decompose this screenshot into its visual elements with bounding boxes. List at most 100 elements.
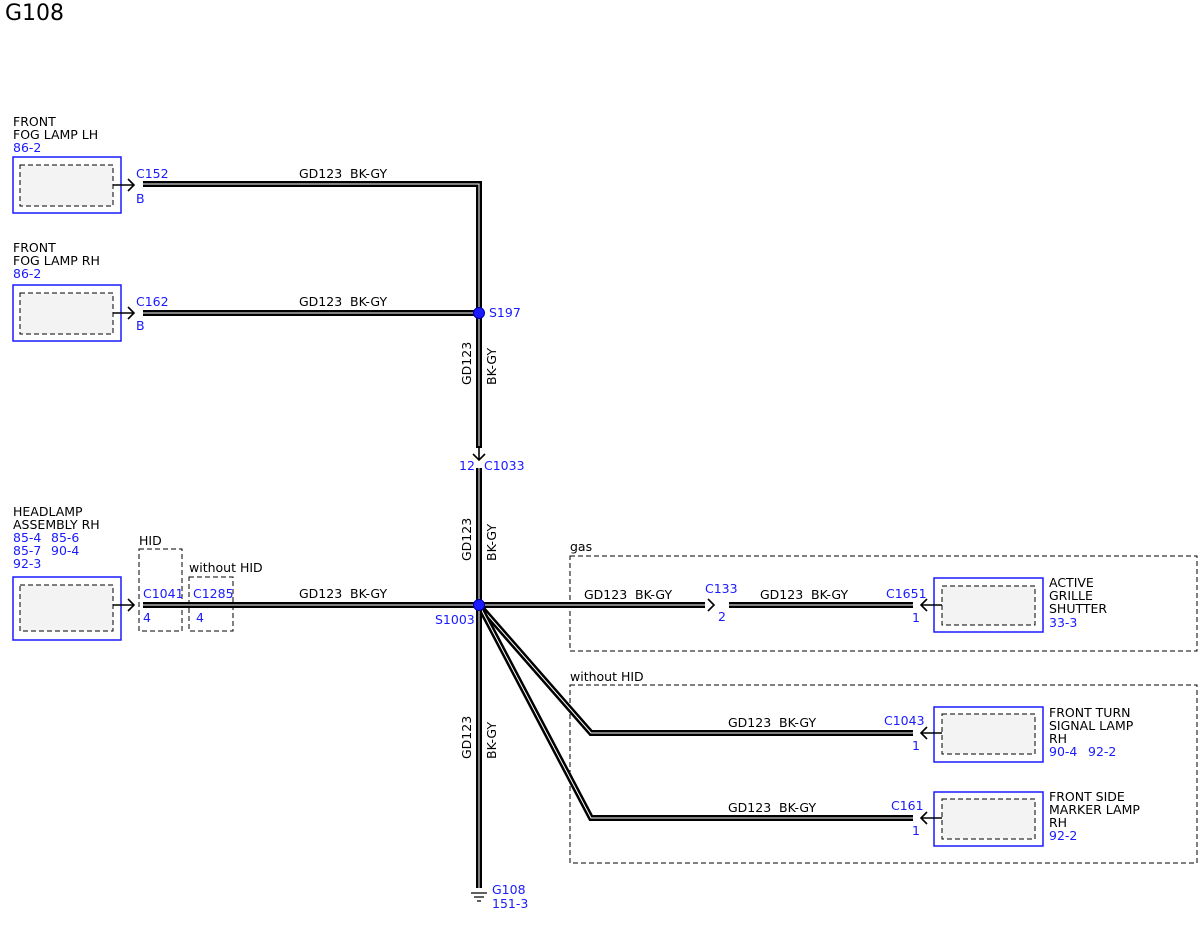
wire-label-turn-lamp: GD123 BK-GY xyxy=(728,715,816,730)
svg-text:BK-GY: BK-GY xyxy=(350,294,387,309)
svg-text:4: 4 xyxy=(143,610,151,625)
page-title: G108 xyxy=(5,1,65,26)
pin-c1043: 1 xyxy=(912,738,920,753)
component-front-side-marker-lamp-rh[interactable]: C161 1 FRONT SIDE MARKER LAMP RH 92-2 xyxy=(891,789,1140,847)
svg-text:GD123: GD123 xyxy=(584,587,627,602)
svg-text:GD123: GD123 xyxy=(299,166,342,181)
connector-c1041[interactable]: C1041 4 xyxy=(143,586,184,625)
svg-text:S1003: S1003 xyxy=(435,612,475,627)
svg-text:4: 4 xyxy=(196,610,204,625)
wire-label-vertical-1: GD123 BK-GY xyxy=(459,342,499,385)
svg-text:151-3: 151-3 xyxy=(492,896,528,911)
wire-label-c133-shutter: GD123 BK-GY xyxy=(760,587,848,602)
svg-text:GRILLE: GRILLE xyxy=(1049,588,1093,603)
svg-text:RH: RH xyxy=(1049,815,1067,830)
component-headlamp-assembly-rh[interactable]: HEADLAMP ASSEMBLY RH 85-4 85-6 85-7 90-4… xyxy=(12,504,136,641)
component-active-grille-shutter[interactable]: C1651 1 ACTIVE GRILLE SHUTTER 33-3 xyxy=(886,575,1107,633)
connector-c1285[interactable]: C1285 4 xyxy=(193,586,234,625)
svg-text:BK-GY: BK-GY xyxy=(811,587,848,602)
svg-text:GD123: GD123 xyxy=(459,518,474,561)
svg-text:RH: RH xyxy=(1049,731,1067,746)
svg-text:86-2: 86-2 xyxy=(13,140,41,155)
wire-label-fog-lh: GD123 BK-GY xyxy=(299,166,387,181)
component-front-fog-lamp-lh[interactable]: FRONT FOG LAMP LH 86-2 C152 B xyxy=(12,114,169,214)
svg-text:GD123: GD123 xyxy=(299,586,342,601)
svg-text:BK-GY: BK-GY xyxy=(635,587,672,602)
svg-text:GD123: GD123 xyxy=(760,587,803,602)
svg-text:FOG LAMP RH: FOG LAMP RH xyxy=(13,253,100,268)
wire-label-fog-rh: GD123 BK-GY xyxy=(299,294,387,309)
svg-text:S197: S197 xyxy=(489,305,521,320)
svg-text:GD123: GD123 xyxy=(299,294,342,309)
connector-c1033[interactable]: 12 C1033 xyxy=(459,446,525,473)
svg-text:BK-GY: BK-GY xyxy=(779,800,816,815)
connector-c1651: C1651 xyxy=(886,586,927,601)
svg-text:FRONT: FRONT xyxy=(13,114,56,129)
wire-label-marker-lamp: GD123 BK-GY xyxy=(728,800,816,815)
wire-label-headlamp: GD123 BK-GY xyxy=(299,586,387,601)
pin-c161: 1 xyxy=(912,823,920,838)
connector-c152: C152 xyxy=(136,166,169,181)
svg-text:BK-GY: BK-GY xyxy=(350,166,387,181)
svg-text:GD123: GD123 xyxy=(728,800,771,815)
svg-text:HEADLAMP: HEADLAMP xyxy=(13,504,83,519)
wire-label-vertical-2: GD123 BK-GY xyxy=(459,518,499,561)
svg-text:SIGNAL LAMP: SIGNAL LAMP xyxy=(1049,718,1134,733)
pin-c1651: 1 xyxy=(912,610,920,625)
svg-text:FRONT: FRONT xyxy=(13,240,56,255)
component-front-fog-lamp-rh[interactable]: FRONT FOG LAMP RH 86-2 C162 B xyxy=(12,240,169,342)
pin-c162: B xyxy=(136,318,145,333)
svg-text:C1285: C1285 xyxy=(193,586,234,601)
connector-c161: C161 xyxy=(891,798,924,813)
svg-text:2: 2 xyxy=(718,609,726,624)
svg-text:SHUTTER: SHUTTER xyxy=(1049,601,1107,616)
svg-text:92-3: 92-3 xyxy=(13,556,41,571)
svg-text:GD123: GD123 xyxy=(459,716,474,759)
svg-text:ACTIVE: ACTIVE xyxy=(1049,575,1094,590)
component-front-turn-signal-lamp-rh[interactable]: C1043 1 FRONT TURN SIGNAL LAMP RH 90-4 9… xyxy=(884,705,1134,763)
svg-text:ASSEMBLY RH: ASSEMBLY RH xyxy=(13,517,100,532)
wire-fog-lh xyxy=(143,181,482,313)
svg-text:92-2: 92-2 xyxy=(1088,744,1116,759)
without-hid-option-label: without HID xyxy=(189,560,263,575)
svg-text:85-6: 85-6 xyxy=(51,530,79,545)
ground-g108[interactable]: G108 151-3 xyxy=(471,882,528,911)
svg-text:G108: G108 xyxy=(492,882,526,897)
splice-s197[interactable]: S197 xyxy=(473,305,521,320)
svg-text:BK-GY: BK-GY xyxy=(350,586,387,601)
svg-text:C133: C133 xyxy=(705,581,738,596)
hid-option-box xyxy=(138,548,183,632)
svg-text:86-2: 86-2 xyxy=(13,266,41,281)
connector-c162: C162 xyxy=(136,294,169,309)
svg-text:FRONT TURN: FRONT TURN xyxy=(1049,705,1131,720)
svg-text:MARKER LAMP: MARKER LAMP xyxy=(1049,802,1140,817)
gas-option-label: gas xyxy=(570,539,592,554)
svg-text:FRONT SIDE: FRONT SIDE xyxy=(1049,789,1125,804)
svg-text:FOG LAMP LH: FOG LAMP LH xyxy=(13,127,98,142)
svg-text:85-7: 85-7 xyxy=(13,543,41,558)
ground-icon xyxy=(471,892,487,902)
svg-text:90-4: 90-4 xyxy=(51,543,79,558)
svg-text:C1033: C1033 xyxy=(484,458,525,473)
svg-text:BK-GY: BK-GY xyxy=(484,524,499,561)
svg-text:GD123: GD123 xyxy=(728,715,771,730)
wire-label-s1003-c133: GD123 BK-GY xyxy=(584,587,672,602)
splice-s1003[interactable]: S1003 xyxy=(435,599,485,628)
svg-text:12: 12 xyxy=(459,458,475,473)
svg-text:92-2: 92-2 xyxy=(1049,828,1077,843)
svg-text:85-4: 85-4 xyxy=(13,530,41,545)
svg-text:BK-GY: BK-GY xyxy=(484,722,499,759)
svg-text:C1041: C1041 xyxy=(143,586,184,601)
wire-label-vertical-3: GD123 BK-GY xyxy=(459,716,499,759)
svg-text:90-4: 90-4 xyxy=(1049,744,1077,759)
svg-text:GD123: GD123 xyxy=(459,342,474,385)
svg-text:BK-GY: BK-GY xyxy=(779,715,816,730)
wire-marker-lamp xyxy=(476,603,913,821)
connector-c1043: C1043 xyxy=(884,713,925,728)
pin-c152: B xyxy=(136,191,145,206)
connector-c133[interactable]: C133 2 xyxy=(705,581,738,624)
svg-text:33-3: 33-3 xyxy=(1049,615,1077,630)
wire-turn-lamp xyxy=(476,603,913,736)
hid-option-label: HID xyxy=(139,533,162,548)
